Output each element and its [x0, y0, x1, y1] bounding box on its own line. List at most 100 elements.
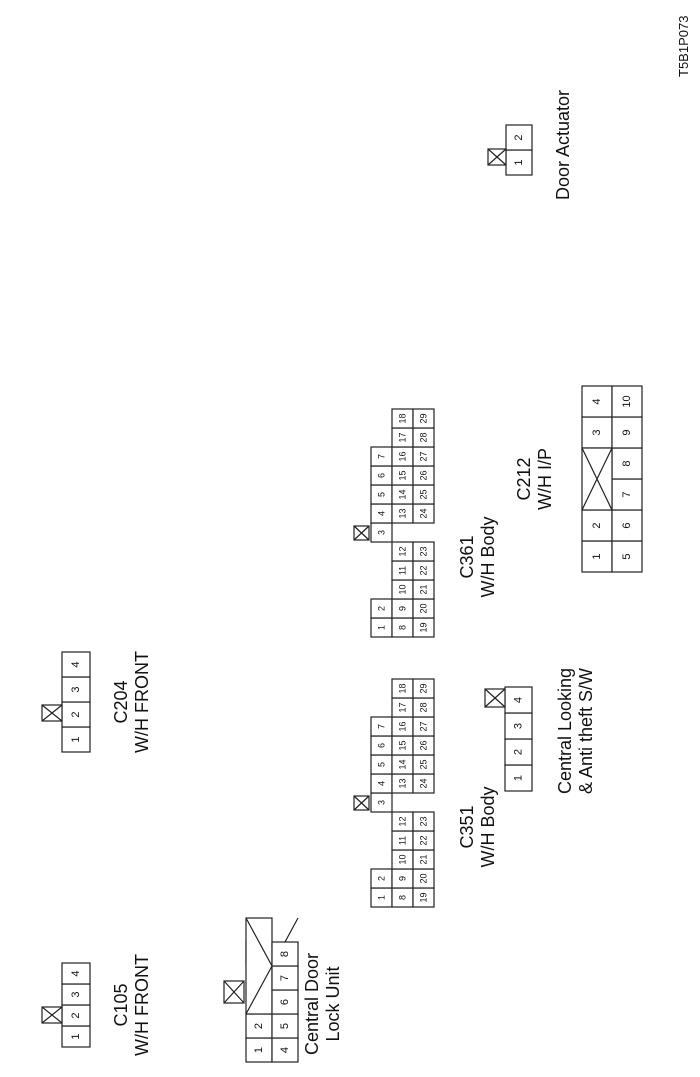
pin-number: 26	[419, 740, 429, 750]
pin-number: 17	[398, 432, 408, 442]
connector-label: Central Door	[302, 953, 322, 1055]
pin-number: 16	[398, 721, 408, 731]
pin-number: 6	[621, 522, 633, 528]
pin-number: 3	[377, 530, 387, 535]
pin-number: 7	[377, 724, 387, 729]
pin-number: 7	[377, 454, 387, 459]
pin-number: 26	[419, 470, 429, 480]
pin-number: 7	[621, 491, 633, 497]
connector-label: Central Looking	[555, 668, 575, 794]
pin-number: 1	[253, 1047, 265, 1053]
pin-number: 19	[419, 892, 429, 902]
pin-number: 5	[621, 553, 633, 559]
pin-number: 3	[70, 991, 82, 997]
pin-number: 2	[377, 606, 387, 611]
pin-number: 8	[621, 460, 633, 466]
latch-cross	[41, 1006, 63, 1024]
pin-number: 2	[513, 134, 525, 140]
latch-cross	[487, 148, 507, 166]
pin-number: 10	[398, 854, 408, 864]
pin-number: 12	[398, 546, 408, 556]
pin-number: 1	[591, 553, 603, 559]
pin-number: 9	[621, 429, 633, 435]
pin-number: 5	[377, 492, 387, 497]
pin-number: 2	[70, 711, 82, 717]
pin-number: 1	[70, 736, 82, 742]
pin-number: 2	[591, 522, 603, 528]
pin-number: 4	[513, 697, 525, 703]
pin-cell	[61, 962, 91, 985]
connector-label: C204	[111, 680, 131, 723]
connector-label: W/H FRONT	[132, 651, 152, 753]
pin-number: 20	[419, 603, 429, 613]
pin-cell	[611, 385, 643, 418]
pin-number: 23	[419, 816, 429, 826]
pin-number: 28	[419, 702, 429, 712]
connector-label: C212	[514, 457, 534, 500]
pin-number: 11	[398, 566, 408, 575]
pin-number: 16	[398, 451, 408, 461]
pin-number: 13	[398, 778, 408, 788]
pin-number: 25	[419, 759, 429, 769]
pin-number: 2	[70, 1012, 82, 1018]
connector-label: W/H Body	[478, 516, 498, 597]
latch-cross	[41, 704, 63, 722]
pin-number: 21	[419, 854, 429, 864]
pin-number: 6	[377, 743, 387, 748]
pin-number: 22	[419, 835, 429, 845]
pin-number: 2	[377, 876, 387, 881]
pin-number: 20	[419, 873, 429, 883]
latch-cross	[353, 525, 370, 541]
pin-number: 28	[419, 432, 429, 442]
connector-label: W/H Body	[478, 786, 498, 867]
pin-number: 2	[253, 1023, 265, 1029]
pin-number: 6	[377, 473, 387, 478]
connector-label: C351	[457, 805, 477, 848]
pin-number: 14	[398, 489, 408, 499]
pin-number: 14	[398, 759, 408, 769]
pin-cell	[412, 408, 435, 429]
connector-label: Door Actuator	[553, 90, 573, 200]
c351-connector: 1234567891011121314151617181920212223242…	[353, 678, 435, 908]
pin-cell	[412, 678, 435, 699]
connector-label: C105	[111, 983, 131, 1026]
pin-number: 8	[398, 895, 408, 900]
pin-number: 4	[279, 1047, 291, 1053]
pin-cell	[505, 124, 533, 151]
pin-cell	[412, 541, 435, 562]
connector-label: Lock Unit	[323, 966, 343, 1041]
pin-number: 9	[398, 876, 408, 881]
pin-number: 15	[398, 470, 408, 480]
pin-number: 6	[279, 999, 291, 1005]
pin-number: 9	[398, 606, 408, 611]
pin-number: 5	[377, 762, 387, 767]
pin-cell	[412, 811, 435, 832]
connector-label: & Anti theft S/W	[576, 668, 596, 794]
pin-number: 12	[398, 816, 408, 826]
blank-cavity	[245, 917, 273, 1015]
pin-number: 1	[377, 625, 387, 630]
pin-number: 1	[513, 775, 525, 781]
pin-number: 4	[70, 970, 82, 976]
pin-cell	[271, 941, 299, 967]
pin-number: 19	[419, 622, 429, 632]
pin-number: 4	[591, 398, 603, 404]
cavity-cross	[581, 447, 613, 511]
latch-cross	[484, 688, 506, 708]
pin-number: 18	[398, 683, 408, 693]
pin-number: 7	[279, 975, 291, 981]
latch-cross	[223, 980, 245, 1004]
pin-number: 4	[377, 511, 387, 516]
pin-number: 17	[398, 702, 408, 712]
pin-number: 22	[419, 565, 429, 575]
pin-number: 10	[398, 584, 408, 594]
pin-number: 27	[419, 451, 429, 461]
